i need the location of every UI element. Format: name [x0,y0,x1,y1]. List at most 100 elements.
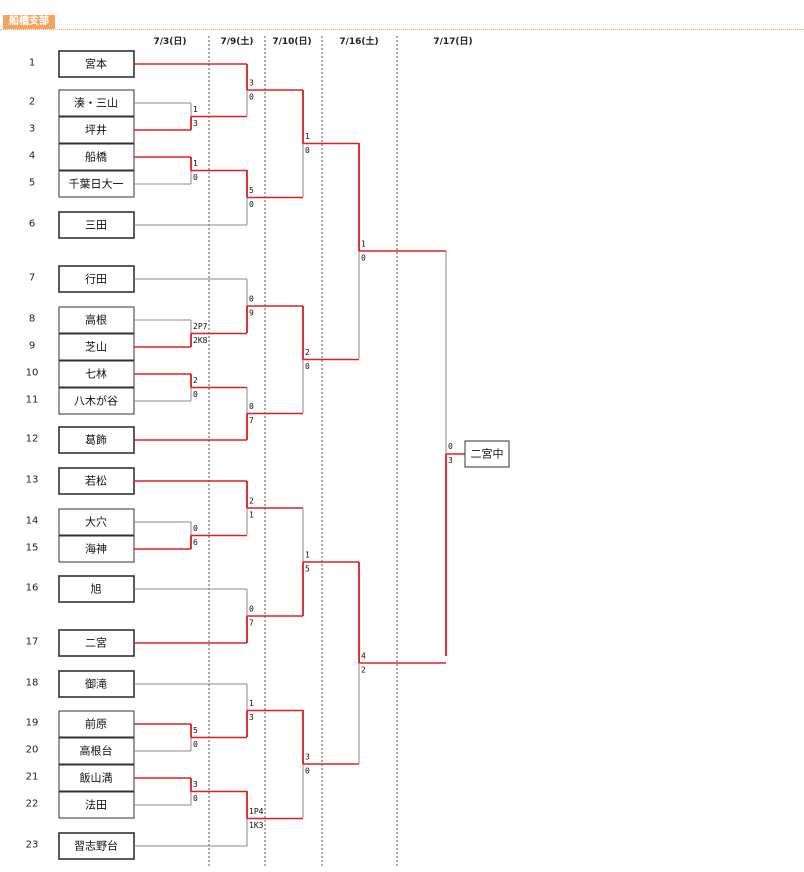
seed-number: 16 [26,583,39,594]
match-score: 2 [249,497,254,506]
match-score: 1 [249,511,254,520]
team-name: 芝山 [85,341,107,354]
seed-number: 3 [29,124,35,135]
team-name: 坪井 [85,123,107,137]
team-box[interactable] [58,467,135,495]
match-score: 0 [193,390,198,399]
seed-number: 22 [26,799,39,810]
match-score: 4 [361,652,366,661]
seed-number: 7 [29,273,35,284]
champion-box[interactable] [464,440,510,468]
match-score: 1 [193,159,198,168]
seed-number: 5 [29,178,35,189]
match-score: 5 [193,726,198,735]
team-box[interactable] [58,764,135,792]
match-score: 1 [305,551,310,560]
match-score: 1 [361,240,366,249]
seed-number: 11 [26,395,39,406]
team-box[interactable] [58,832,135,860]
seed-number: 18 [26,678,39,689]
team-name: 若松 [85,474,107,488]
team-name: 大穴 [85,515,107,529]
match-score: 0 [249,93,254,102]
match-score: 0 [305,767,310,776]
team-box[interactable] [58,737,135,765]
date-label: 7/16(土) [339,35,378,47]
match-score: 7 [249,619,254,628]
match-score: 6 [193,538,198,547]
team-box[interactable] [58,710,135,738]
match-score: 1 [249,699,254,708]
date-label: 7/10(日) [272,36,311,47]
team-name: 船橋 [85,150,107,164]
team-name: 高根台 [80,744,113,758]
team-box[interactable] [58,535,135,563]
match-score: 9 [249,309,254,318]
team-name: 千葉日大一 [69,177,124,191]
seed-number: 23 [26,840,39,851]
match-score: 3 [249,79,254,88]
match-score: 5 [249,186,254,195]
match-score: 2 [305,348,310,357]
team-name: 旭 [91,582,102,596]
match-score: 0 [249,200,254,209]
team-name: 習志野台 [74,839,118,853]
match-score: 0 [448,442,453,451]
match-score: 1P4 [249,807,264,816]
team-box[interactable] [58,265,135,293]
seed-number: 1 [29,58,35,69]
match-score: 0 [193,173,198,182]
seed-number: 19 [26,718,39,729]
team-name: 葛飾 [85,434,107,447]
seed-number: 12 [26,434,39,445]
date-label: 7/17(日) [433,36,472,47]
team-name: 法田 [85,798,107,812]
match-score: 3 [305,753,310,762]
seed-number: 9 [29,341,35,352]
match-score: 1K3 [249,821,264,830]
header-divider [0,29,804,30]
match-score: 2K8 [193,336,208,345]
team-box[interactable] [58,116,135,144]
match-score: 0 [193,794,198,803]
seed-number: 4 [29,151,35,162]
team-box[interactable] [58,170,135,198]
seed-number: 21 [26,772,39,783]
team-name: 行田 [85,273,107,286]
team-name: 飯山満 [80,771,113,785]
date-label: 7/9(土) [220,35,253,47]
team-name: 宮本 [85,57,107,71]
team-box[interactable] [58,575,135,603]
team-box[interactable] [58,791,135,819]
team-name: 三田 [85,219,107,232]
team-box[interactable] [58,387,135,415]
match-score: 0 [249,605,254,614]
match-score: 0 [193,524,198,533]
team-box[interactable] [58,333,135,361]
team-name: 二宮 [85,636,107,650]
seed-number: 2 [29,97,35,108]
match-score: 2P7 [193,322,208,331]
seed-number: 17 [26,637,39,648]
match-score: 5 [305,565,310,574]
match-score: 3 [193,119,198,128]
team-name: 高根 [85,313,107,327]
seed-number: 15 [26,543,39,554]
match-score: 1 [305,132,310,141]
seed-number: 14 [26,516,39,527]
match-score: 3 [448,456,453,465]
seed-number: 20 [26,745,39,756]
date-label: 7/3(日) [153,36,186,47]
team-name: 海神 [85,542,107,556]
match-score: 0 [305,146,310,155]
team-box[interactable] [58,89,135,117]
team-name: 前原 [85,717,107,731]
team-box[interactable] [58,670,135,698]
match-score: 0 [305,362,310,371]
match-score: 2 [193,376,198,385]
match-score: 3 [193,780,198,789]
team-name: 七林 [85,367,107,381]
seed-number: 13 [26,475,39,486]
match-score: 0 [361,254,366,263]
